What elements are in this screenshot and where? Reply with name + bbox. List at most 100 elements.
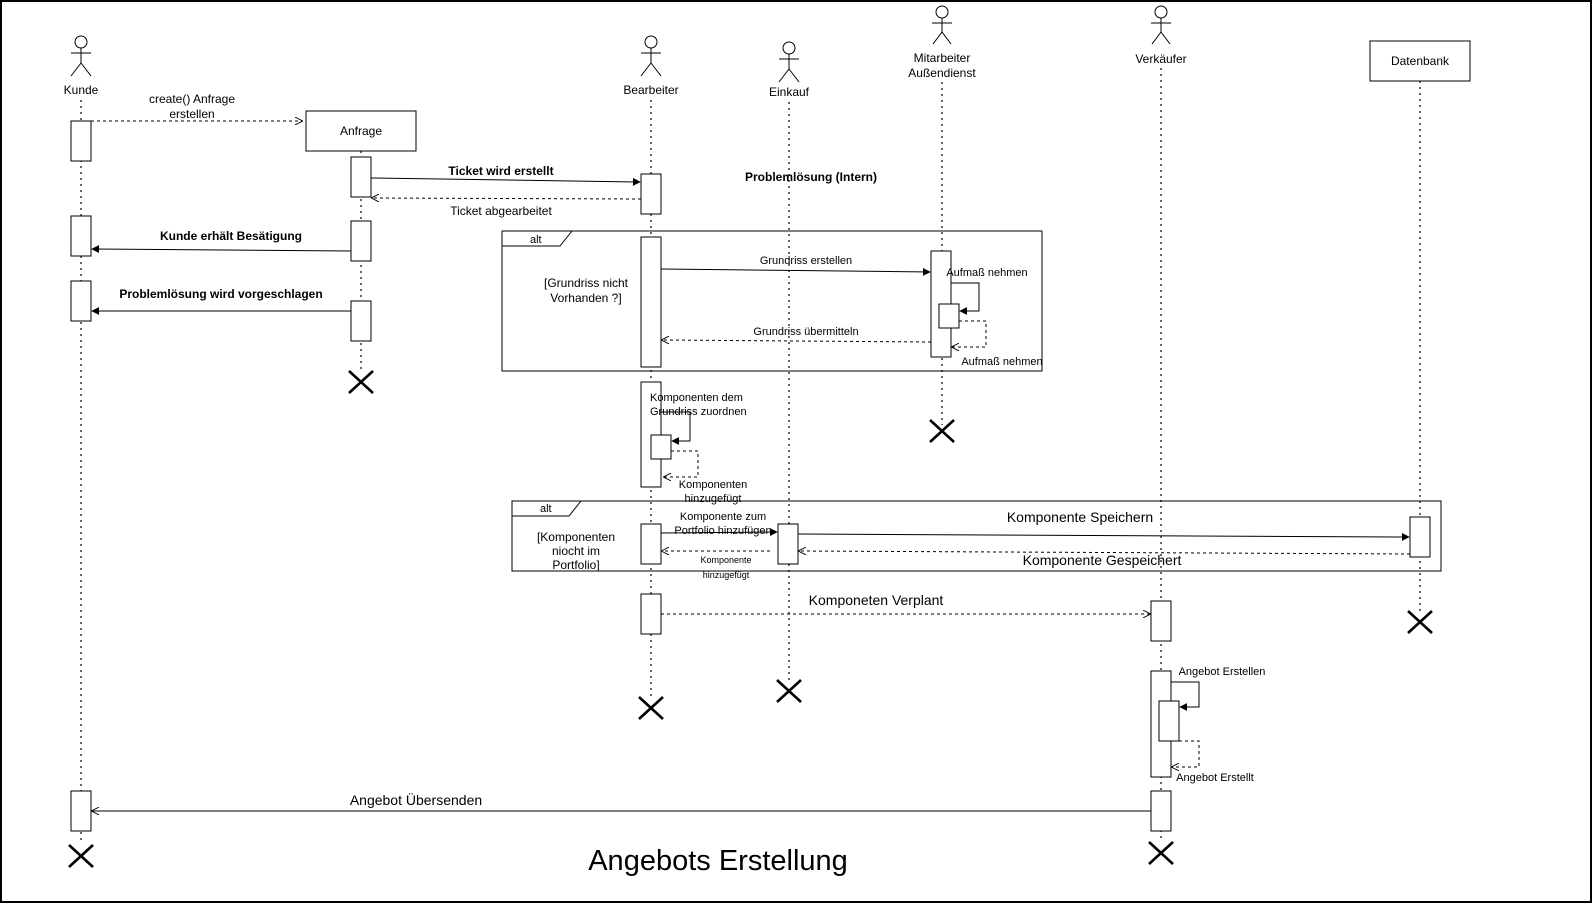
message-ticket-abgearbeitet-label: Ticket abgearbeitet xyxy=(450,204,552,218)
message-aufmass-nehmen-label: Aufmaß nehmen xyxy=(946,267,1027,279)
actor-verkaeufer-icon xyxy=(1151,5,1171,45)
message-angebot-erstellt-self: Angebot Erstellt xyxy=(1172,740,1254,784)
activation-verkaeufer-3 xyxy=(1150,790,1172,832)
actor-kunde-icon xyxy=(70,35,92,77)
message-komponente-gespeichert: Komponente Gespeichert xyxy=(799,551,1411,568)
fragment-alt1-operator: alt xyxy=(530,234,542,246)
object-datenbank: Datenbank xyxy=(1369,40,1471,82)
message-problemloesung-vorgeschlagen: Problemlösung wird vorgeschlagen xyxy=(91,287,351,315)
destroy-einkauf-icon xyxy=(776,679,802,703)
message-komponenten-zuordnen-line2: Grundriss zuordnen xyxy=(650,406,747,418)
actor-mitarbeiter-label-line1: Mitarbeiter xyxy=(914,51,971,65)
message-ticket-erstellt: Ticket wird erstellt xyxy=(370,164,641,186)
actor-bearbeiter: Bearbeiter xyxy=(623,35,679,97)
message-kunde-bestaetigung-label: Kunde erhält Besätigung xyxy=(160,229,302,243)
actor-kunde: Kunde xyxy=(64,35,99,97)
message-komponenten-zuordnen-line1: Komponenten dem xyxy=(650,392,743,404)
message-komponeten-verplant: Komponeten Verplant xyxy=(661,592,1150,614)
actor-einkauf-label: Einkauf xyxy=(769,85,810,99)
activation-kunde-1 xyxy=(70,120,92,162)
activation-anfrage-1 xyxy=(350,156,372,198)
message-angebot-erstellen-label: Angebot Erstellen xyxy=(1179,666,1266,678)
message-create-label-line1: create() Anfrage xyxy=(149,92,235,106)
message-kunde-bestaetigung: Kunde erhält Besätigung xyxy=(91,229,352,254)
label-problemloesung-intern: Problemlösung (Intern) xyxy=(745,170,877,184)
fragment-alt-grundriss: alt [Grundriss nicht Vorhanden ?] xyxy=(501,230,1043,372)
message-grundriss-erstellen-label: Grundriss erstellen xyxy=(760,255,852,267)
actor-bearbeiter-label: Bearbeiter xyxy=(623,83,678,97)
message-grundriss-uebermitteln: Grundriss übermitteln xyxy=(662,326,932,342)
fragment-alt2-operator: alt xyxy=(540,503,552,515)
destroy-datenbank-icon xyxy=(1407,610,1433,634)
destroy-bearbeiter-icon xyxy=(638,696,664,720)
fragment-alt2-guard-line1: [Komponenten xyxy=(537,530,615,544)
actor-verkaeufer-label: Verkäufer xyxy=(1135,52,1186,66)
message-komponente-hinzugefuegt: Komponente hinzugefügt xyxy=(662,551,770,580)
actor-mitarbeiter-label-line2: Außendienst xyxy=(908,66,976,80)
activation-anfrage-2 xyxy=(350,220,372,262)
activation-datenbank-1 xyxy=(1409,516,1431,558)
message-problemloesung-label: Problemlösung wird vorgeschlagen xyxy=(119,287,322,301)
message-angebot-uebersenden: Angebot Übersenden xyxy=(92,791,1151,811)
fragment-alt1-guard-line1: [Grundriss nicht xyxy=(544,276,629,290)
message-grundriss-uebermitteln-label: Grundriss übermitteln xyxy=(753,326,858,338)
activation-kunde-2 xyxy=(70,215,92,257)
message-komponeten-verplant-label: Komponeten Verplant xyxy=(809,592,944,608)
activation-bearbeiter-4 xyxy=(640,523,662,565)
message-aufmass-return-label: Aufmaß nehmen xyxy=(961,356,1042,368)
message-komponenten-hinzugefuegt-line1: Komponenten xyxy=(679,479,748,491)
actor-mitarbeiter-icon xyxy=(932,5,952,45)
message-angebot-erstellen-self: Angebot Erstellen xyxy=(1171,666,1266,711)
message-ticket-erstellt-label: Ticket wird erstellt xyxy=(448,164,553,178)
fragment-alt2-guard-line3: Portfolio] xyxy=(552,558,599,572)
message-angebot-erstellt-label: Angebot Erstellt xyxy=(1176,772,1254,784)
fragment-alt-portfolio: alt [Komponenten niocht im Portfolio] xyxy=(511,500,1442,572)
activation-kunde-4 xyxy=(70,790,92,832)
message-komponente-hinzugefuegt-line1: Komponente xyxy=(700,555,751,565)
actor-einkauf-icon xyxy=(778,41,800,83)
activation-anfrage-3 xyxy=(350,300,372,342)
actor-einkauf: Einkauf xyxy=(769,41,810,99)
message-komponente-speichern: Komponente Speichern xyxy=(797,509,1410,541)
destroy-anfrage-icon xyxy=(348,370,374,394)
actor-kunde-label: Kunde xyxy=(64,83,99,97)
message-komponenten-hinzugefuegt-self: Komponenten hinzugefügt xyxy=(664,450,748,505)
message-create-anfrage: create() Anfrage erstellen xyxy=(91,92,302,121)
message-komponente-speichern-label: Komponente Speichern xyxy=(1007,509,1153,525)
destroy-verkaeufer-icon xyxy=(1148,841,1174,865)
actor-bearbeiter-icon xyxy=(640,35,662,77)
activation-kunde-3 xyxy=(70,280,92,322)
activation-einkauf-1 xyxy=(777,523,799,565)
message-komponente-gespeichert-label: Komponente Gespeichert xyxy=(1023,552,1182,568)
message-komponente-portfolio-line1: Komponente zum xyxy=(680,511,766,523)
diagram-title: Angebots Erstellung xyxy=(588,845,848,877)
actor-mitarbeiter-aussendienst: Mitarbeiter Außendienst xyxy=(908,5,976,80)
object-anfrage-label: Anfrage xyxy=(340,124,382,138)
message-komponente-portfolio-line2: Portfolio hinzufügen xyxy=(674,525,771,537)
message-create-label-line2: erstellen xyxy=(169,107,214,121)
activation-bearbeiter-2 xyxy=(640,236,662,368)
fragment-alt2-guard-line2: niocht im xyxy=(552,544,600,558)
message-grundriss-erstellen: Grundriss erstellen xyxy=(660,255,931,276)
activation-mitarbeiter-self xyxy=(938,303,960,329)
activation-bearbeiter-5 xyxy=(640,593,662,635)
object-anfrage: Anfrage xyxy=(305,110,417,152)
message-angebot-uebersenden-label: Angebot Übersenden xyxy=(350,791,482,808)
activation-verkaeufer-1 xyxy=(1150,600,1172,642)
actor-verkaeufer: Verkäufer xyxy=(1135,5,1187,66)
object-datenbank-label: Datenbank xyxy=(1391,54,1450,68)
message-aufmass-return: Aufmaß nehmen xyxy=(952,320,1043,368)
activation-bearbeiter-self xyxy=(650,434,672,460)
message-ticket-abgearbeitet: Ticket abgearbeitet xyxy=(372,198,642,218)
message-komponenten-hinzugefuegt-line2: hinzugefügt xyxy=(685,493,742,505)
destroy-mitarbeiter-icon xyxy=(929,419,955,443)
message-aufmass-nehmen-self: Aufmaß nehmen xyxy=(946,267,1028,315)
activation-verkaeufer-self xyxy=(1158,700,1180,742)
fragment-alt1-guard-line2: Vorhanden ?] xyxy=(550,291,621,305)
message-komponente-hinzugefuegt-line2: hinzugefügt xyxy=(703,570,750,580)
activation-bearbeiter-1 xyxy=(640,173,662,215)
message-komponente-portfolio: Komponente zum Portfolio hinzufügen xyxy=(660,511,778,537)
